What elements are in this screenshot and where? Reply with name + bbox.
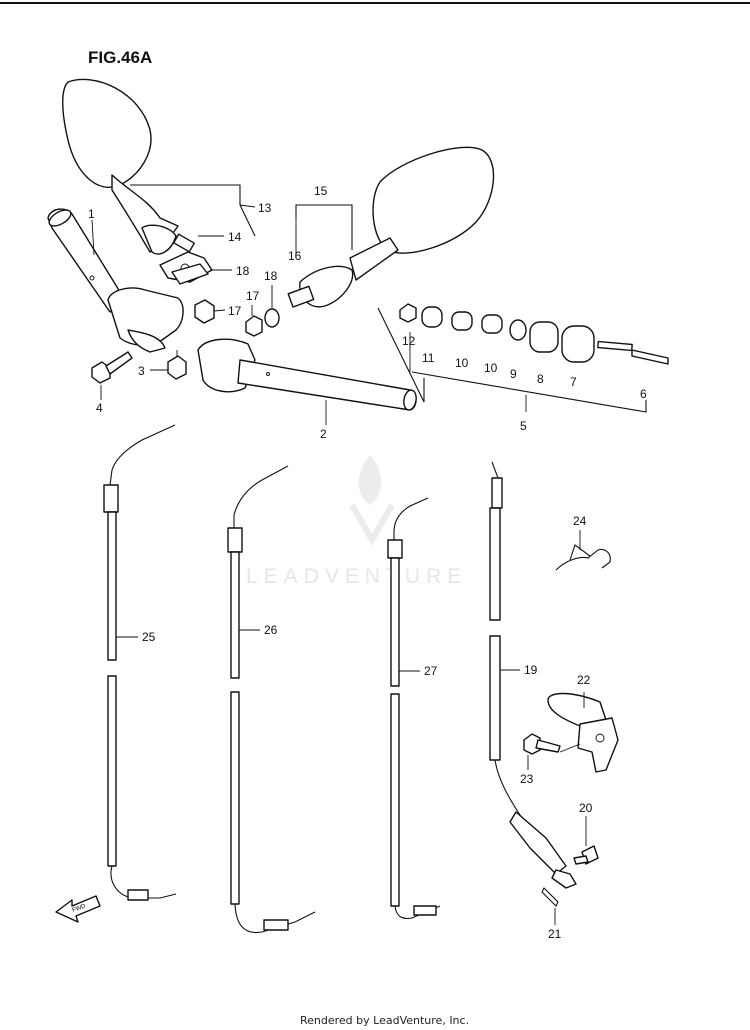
callout-26: 26 [264,623,278,637]
callout-16: 16 [288,249,302,263]
callout-18b: 18 [264,269,278,283]
fwd-label: FWD [72,903,88,914]
leader-1 [91,219,95,256]
bolt-20 [573,845,599,865]
handlebar-right-2 [197,338,417,411]
figure-title: FIG.46A [88,48,152,67]
callout-18a: 18 [236,264,250,278]
callout-15: 15 [314,184,328,198]
callout-19: 19 [524,663,538,677]
callout-14: 14 [228,230,242,244]
watermark: LEADVENTURE [246,455,467,588]
bolt-4 [91,351,133,384]
callout-10b: 10 [484,361,498,375]
callout-23: 23 [520,772,534,786]
mirror-bracket-14 [159,251,213,285]
cable-26 [227,465,316,934]
callout-4: 4 [96,401,103,415]
callout-2: 2 [320,427,327,441]
right-mirror [287,146,495,308]
pin-21 [541,887,559,907]
bolt-23 [523,733,581,755]
callout-24: 24 [573,514,587,528]
callout-17b: 17 [246,289,260,303]
bar-end-parts [399,303,669,365]
cable-25 [103,424,177,901]
washer-18-right [264,308,280,328]
callout-6: 6 [640,387,647,401]
fwd-arrow-icon: FWD [55,895,101,923]
clip-24 [555,544,611,571]
bracket-15 [295,204,353,250]
callout-9: 9 [510,367,517,381]
watermark-text: LEADVENTURE [246,565,467,588]
handlebar-left-1 [47,208,184,353]
nut-17-right [245,315,263,337]
callout-21: 21 [548,927,562,941]
callout-22: 22 [577,673,591,687]
left-mirror [62,78,195,255]
nut-17-left [194,299,226,324]
callout-12: 12 [402,334,416,348]
bracket-5-left [377,307,425,403]
footer-credit: Rendered by LeadVenture, Inc. [300,1014,469,1027]
callout-20: 20 [579,801,593,815]
callout-13: 13 [258,201,272,215]
callout-11: 11 [422,351,435,365]
bolt-3 [150,350,187,380]
callout-7: 7 [570,375,577,389]
callout-10a: 10 [455,356,469,370]
cable-19 [489,461,577,889]
callout-27: 27 [424,664,438,678]
bracket-5 [411,371,647,413]
callout-17a: 17 [228,304,242,318]
callout-25: 25 [142,630,156,644]
callout-3: 3 [138,364,145,378]
callout-8: 8 [537,372,544,386]
callout-5: 5 [520,419,527,433]
bracket-22 [547,692,619,773]
cable-27 [387,497,441,920]
callout-1: 1 [88,207,95,221]
